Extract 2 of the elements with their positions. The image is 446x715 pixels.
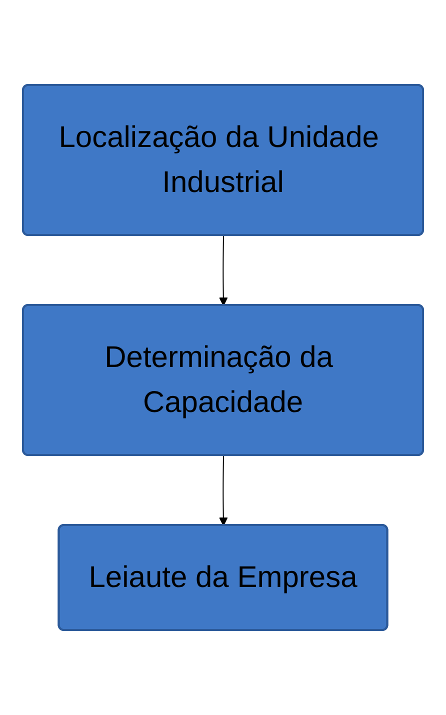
arrow [219, 455, 228, 526]
arrow [219, 235, 228, 306]
